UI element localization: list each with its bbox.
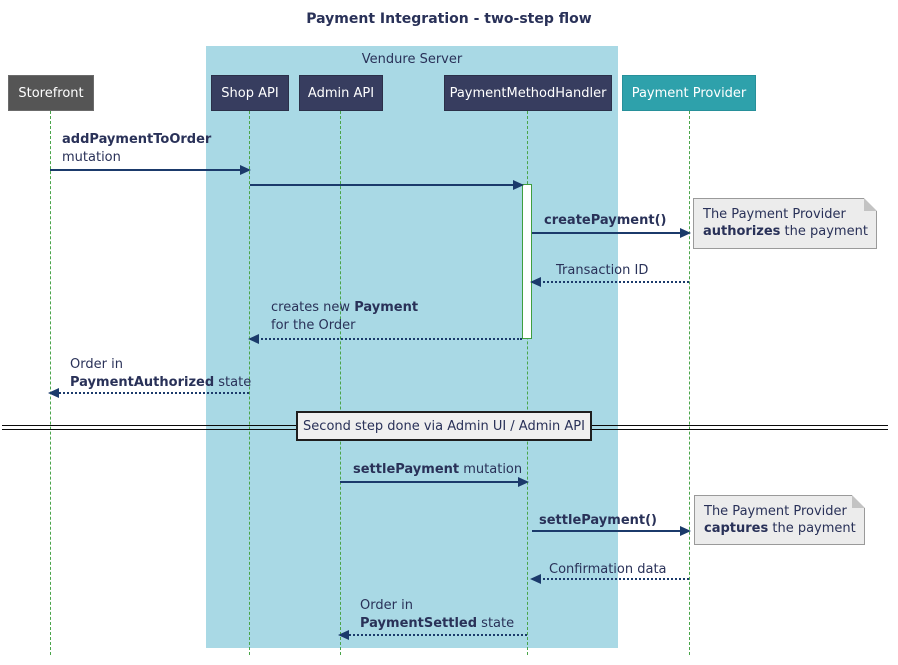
note-part-rest: the payment: [780, 224, 868, 239]
lifeline-payment-provider: [689, 111, 690, 655]
arrowhead-icon: [680, 526, 691, 536]
message-arrow-creates-payment: [248, 334, 522, 344]
message-line: settlePayment(): [539, 512, 657, 530]
message-part-bold: addPaymentToOrder: [62, 132, 212, 147]
lifeline-storefront: [50, 111, 51, 655]
divider-label: Second step done via Admin UI / Admin AP…: [303, 418, 585, 434]
message-part-bold: createPayment(): [544, 213, 667, 228]
message-label-order-authorized: Order in PaymentAuthorized state: [70, 356, 251, 392]
message-label-transaction-id: Transaction ID: [556, 263, 649, 278]
lifeline-shop-api: [249, 111, 250, 655]
message-label-settle-call: settlePayment(): [539, 512, 657, 530]
arrowhead-icon: [240, 165, 251, 175]
activation-bar: [522, 184, 532, 339]
message-part-rest: mutation: [459, 462, 523, 477]
message-arrow-confirmation: [530, 574, 689, 584]
note-part-bold: captures: [704, 521, 769, 536]
message-part-rest: state: [477, 616, 515, 631]
arrowhead-icon: [680, 228, 691, 238]
message-part-bold: settlePayment(): [539, 513, 657, 528]
message-line: creates new Payment: [271, 299, 418, 317]
vendure-server-label: Vendure Server: [361, 52, 463, 67]
participant-label: PaymentMethodHandler: [449, 85, 607, 101]
message-part-bold: settlePayment: [353, 462, 460, 477]
participant-payment-provider: Payment Provider: [622, 75, 756, 111]
message-arrow-add-payment: [50, 165, 251, 175]
note-line: captures the payment: [704, 520, 856, 537]
message-line: Order in: [70, 357, 123, 372]
message-line: createPayment(): [544, 212, 666, 230]
arrowhead-icon: [248, 334, 259, 344]
lifeline-admin-api: [340, 111, 341, 655]
message-arrow-create-payment: [532, 228, 691, 238]
note-part-bold: authorizes: [703, 224, 781, 239]
arrowhead-icon: [530, 277, 541, 287]
message-label-add-payment: addPaymentToOrder mutation: [62, 131, 211, 167]
message-line: settlePayment mutation: [353, 461, 522, 479]
lifeline-payment-method-handler: [527, 111, 528, 655]
participant-label: Payment Provider: [631, 85, 747, 101]
message-arrow-order-settled: [338, 630, 527, 640]
arrowhead-icon: [48, 388, 59, 398]
message-part-bold: Payment: [354, 300, 419, 315]
diagram-title: Payment Integration - two-step flow: [306, 11, 592, 27]
message-label-confirmation: Confirmation data: [549, 562, 667, 577]
message-line: PaymentSettled state: [360, 615, 514, 633]
note-captures: The Payment Provider captures the paymen…: [694, 495, 865, 545]
participant-label: Shop API: [221, 85, 279, 101]
participant-shop-api: Shop API: [211, 75, 289, 111]
arrowhead-icon: [338, 630, 349, 640]
participant-label: Admin API: [307, 85, 375, 101]
message-arrow-transaction-id: [530, 277, 689, 287]
message-line: mutation: [62, 150, 121, 165]
message-part-rest: state: [214, 375, 252, 390]
message-part-rest: creates new: [271, 300, 355, 315]
note-line: authorizes the payment: [703, 223, 868, 240]
message-part-bold: PaymentAuthorized: [70, 375, 215, 390]
note-line: The Payment Provider: [704, 504, 847, 519]
arrowhead-icon: [513, 180, 524, 190]
divider-label-box: Second step done via Admin UI / Admin AP…: [296, 411, 592, 441]
participant-payment-method-handler: PaymentMethodHandler: [444, 75, 612, 111]
message-line: addPaymentToOrder: [62, 131, 211, 149]
vendure-server-group: Vendure Server: [206, 46, 618, 648]
note-authorizes: The Payment Provider authorizes the paym…: [693, 198, 877, 249]
message-label-settle-mutation: settlePayment mutation: [353, 461, 522, 479]
message-label-creates-payment: creates new Payment for the Order: [271, 299, 418, 335]
message-line: PaymentAuthorized state: [70, 374, 251, 392]
message-part-bold: PaymentSettled: [360, 616, 478, 631]
message-line: for the Order: [271, 318, 356, 333]
arrowhead-icon: [518, 477, 529, 487]
participant-label: Storefront: [18, 85, 84, 101]
arrowhead-icon: [530, 574, 541, 584]
message-arrow-settle-mutation: [340, 477, 529, 487]
participant-storefront: Storefront: [8, 75, 94, 111]
message-label-order-settled: Order in PaymentSettled state: [360, 597, 514, 633]
participant-admin-api: Admin API: [299, 75, 383, 111]
message-label-create-payment: createPayment(): [544, 212, 666, 230]
note-line: The Payment Provider: [703, 207, 846, 222]
message-line: Order in: [360, 598, 413, 613]
message-arrow-settle-call: [532, 526, 691, 536]
message-arrow-order-authorized: [48, 388, 249, 398]
note-part-rest: the payment: [768, 521, 856, 536]
message-arrow-shop-to-handler: [250, 180, 524, 190]
